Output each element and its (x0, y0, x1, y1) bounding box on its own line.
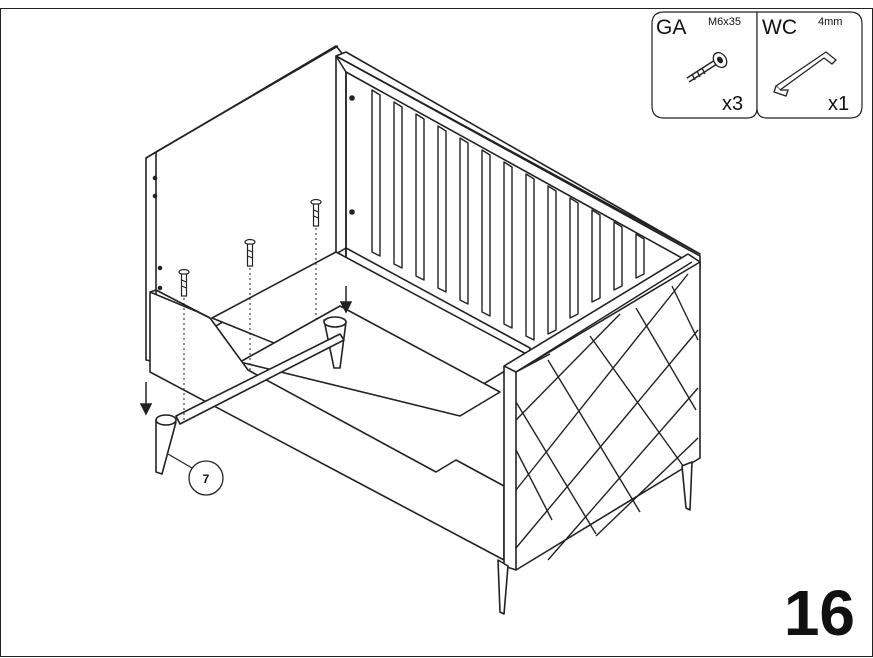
part-spec-ga: M6x35 (708, 16, 741, 28)
crib-illustration (145, 45, 701, 615)
back-rail (335, 55, 701, 269)
part-qty-ga: x3 (722, 93, 743, 115)
callout-label: 7 (203, 472, 210, 486)
down-arrow-icon (339, 286, 353, 314)
allen-key-icon (773, 51, 837, 97)
parts-card-ga (651, 11, 758, 119)
parts-box: GA M6x35 x3 WC 4mm x1 (651, 11, 863, 119)
part-code-wc: WC (762, 16, 797, 39)
part-callout: 7 (167, 453, 224, 496)
guide-lines (183, 228, 317, 420)
leg-front-left-detached (155, 419, 177, 475)
bolt-icon (686, 51, 728, 83)
screws (178, 198, 322, 297)
screw-3 (310, 198, 322, 227)
part-spec-wc: 4mm (818, 16, 842, 28)
insertion-arrows (139, 286, 353, 416)
step-number: 16 (783, 577, 855, 649)
back-slats (371, 89, 645, 341)
leg-back-right (681, 461, 693, 511)
leg-front-right (497, 559, 509, 615)
diamond-pattern (515, 261, 699, 561)
part-qty-wc: x1 (828, 93, 849, 115)
part-code-ga: GA (656, 16, 686, 39)
screw-2 (244, 238, 256, 267)
down-arrow-icon (139, 382, 153, 416)
screw-1 (178, 268, 190, 297)
